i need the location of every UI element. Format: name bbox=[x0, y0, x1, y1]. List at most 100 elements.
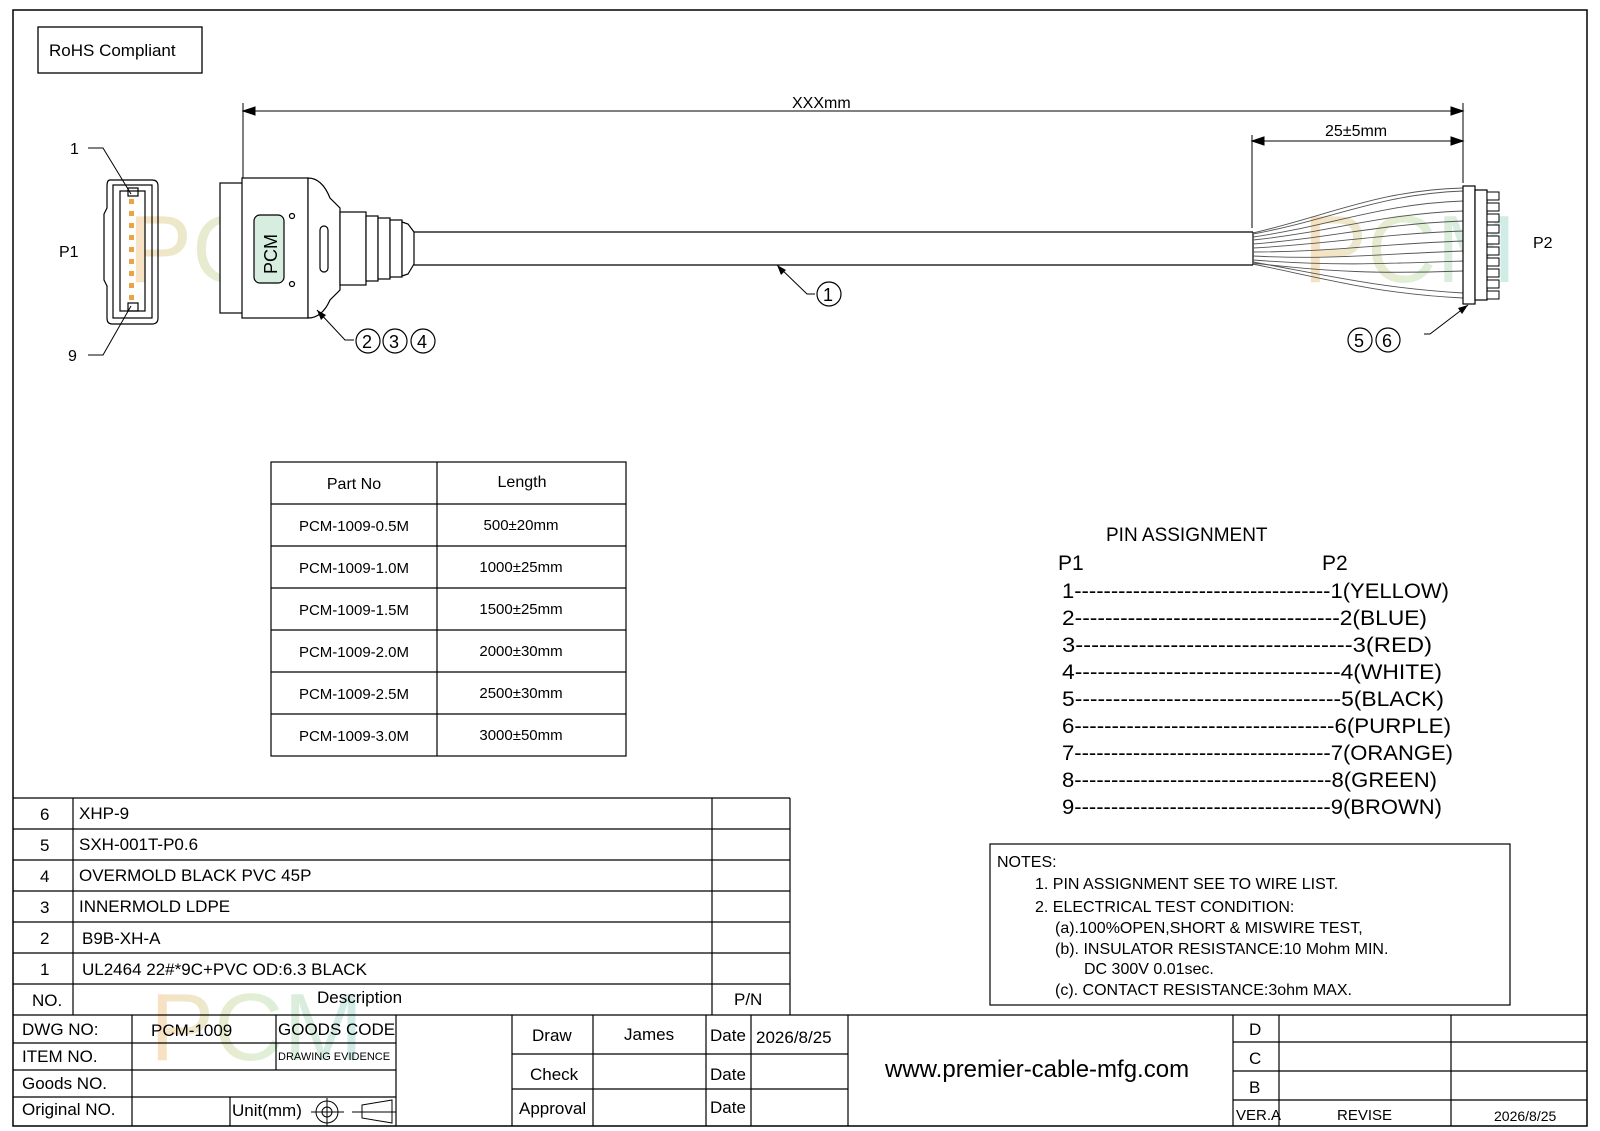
table-cell: PCM-1009-2.5M bbox=[299, 686, 409, 703]
sheet-border bbox=[12, 9, 1588, 1127]
callout-5: 5 bbox=[1354, 331, 1364, 351]
table-cell: PCM-1009-2.0M bbox=[299, 644, 409, 661]
p2-label: P2 bbox=[1533, 235, 1553, 252]
rohs-box bbox=[37, 26, 203, 74]
note-line: (c). CONTACT RESISTANCE:3ohm MAX. bbox=[1055, 982, 1352, 999]
draw-date-label: Date bbox=[710, 1026, 746, 1045]
approval-date-label: Date bbox=[710, 1098, 746, 1117]
bom-rows: 6 XHP-9 5 SXH-001T-P0.6 4 OVERMOLD BLACK… bbox=[40, 804, 368, 979]
fanned-wires bbox=[1252, 187, 1464, 299]
table-cell: PCM-1009-1.0M bbox=[299, 560, 409, 577]
bom-no: 1 bbox=[40, 960, 49, 979]
table-cell: PCM-1009-0.5M bbox=[299, 518, 409, 535]
bom-desc: INNERMOLD LDPE bbox=[79, 897, 230, 916]
pin-row: 4-----------------------------------4(WH… bbox=[1062, 661, 1442, 684]
note-line: 2. ELECTRICAL TEST CONDITION: bbox=[1035, 899, 1294, 916]
dwg-no-value: PCM-1009 bbox=[151, 1021, 232, 1040]
rev-c-label: C bbox=[1249, 1049, 1261, 1068]
p1-connector bbox=[103, 179, 159, 325]
unit-label: Unit(mm) bbox=[232, 1101, 302, 1120]
pin-row: 8-----------------------------------8(GR… bbox=[1062, 769, 1437, 792]
bom-no: 2 bbox=[40, 929, 49, 948]
drawing-evidence-label: DRAWING EVIDENCE bbox=[278, 1051, 390, 1063]
note-line: (a).100%OPEN,SHORT & MISWIRE TEST, bbox=[1055, 920, 1363, 937]
p2-terminals bbox=[1486, 191, 1500, 300]
table-cell: 3000±50mm bbox=[479, 727, 562, 744]
table-cell: 2500±30mm bbox=[479, 685, 562, 702]
bom-desc: UL2464 22#*9C+PVC OD:6.3 BLACK bbox=[82, 960, 368, 979]
table-cell: 500±20mm bbox=[484, 517, 559, 534]
bom-desc: SXH-001T-P0.6 bbox=[79, 835, 198, 854]
bom-desc: OVERMOLD BLACK PVC 45P bbox=[79, 866, 311, 885]
pin-row: 1-----------------------------------1(YE… bbox=[1062, 580, 1449, 603]
length-table bbox=[270, 461, 627, 757]
length-table-rows: PCM-1009-0.5M 500±20mm PCM-1009-1.0M 100… bbox=[299, 517, 563, 745]
callout-balloons bbox=[355, 281, 1401, 354]
callout-4: 4 bbox=[417, 332, 427, 352]
draw-label: Draw bbox=[532, 1026, 572, 1045]
callout-6: 6 bbox=[1382, 331, 1392, 351]
projection-symbol-icon bbox=[311, 1098, 396, 1126]
original-no-label: Original NO. bbox=[22, 1100, 116, 1119]
callout-2: 2 bbox=[362, 332, 372, 352]
note-line: (b). INSULATOR RESISTANCE:10 Mohm MIN. bbox=[1055, 941, 1388, 958]
draw-date: 2026/8/25 bbox=[756, 1028, 832, 1047]
callout-arrow-3 bbox=[1458, 305, 1468, 314]
p1-pin-last: 9 bbox=[68, 348, 77, 365]
bom-header-description: Description bbox=[317, 988, 402, 1007]
dwg-no-label: DWG NO: bbox=[22, 1020, 99, 1039]
pin-row: 5-----------------------------------5(BL… bbox=[1062, 688, 1444, 711]
check-date-label: Date bbox=[710, 1065, 746, 1084]
rev-d-label: D bbox=[1249, 1020, 1261, 1039]
bom-header-pn: P/N bbox=[734, 990, 762, 1009]
rohs-label: RoHS Compliant bbox=[49, 41, 176, 60]
pin-row: 6-----------------------------------6(PU… bbox=[1062, 715, 1451, 738]
length-table-header-part: Part No bbox=[327, 476, 381, 493]
p2-connector bbox=[1462, 185, 1488, 305]
goods-code-label: GOODS CODE bbox=[278, 1020, 395, 1039]
check-label: Check bbox=[530, 1065, 579, 1084]
notes-title: NOTES: bbox=[997, 854, 1057, 871]
bom-table bbox=[13, 797, 791, 1015]
table-cell: 2000±30mm bbox=[479, 643, 562, 660]
pin-row: 2-----------------------------------2(BL… bbox=[1062, 607, 1427, 630]
company-website: www.premier-cable-mfg.com bbox=[884, 1056, 1189, 1083]
pin-assignment-list: 1-----------------------------------1(YE… bbox=[1062, 580, 1453, 819]
watermark-title: PCM bbox=[150, 974, 363, 1081]
strip-length-label: 25±5mm bbox=[1325, 123, 1387, 140]
version-label: VER.A bbox=[1236, 1107, 1281, 1124]
note-line: DC 300V 0.01sec. bbox=[1084, 961, 1214, 978]
notes-box bbox=[989, 843, 1511, 1006]
pin-row: 9-----------------------------------9(BR… bbox=[1062, 796, 1442, 819]
callout-arrow-2 bbox=[317, 310, 326, 320]
pin-row: 3-----------------------------------3(RE… bbox=[1062, 634, 1432, 657]
pin-row: 7-----------------------------------7(OR… bbox=[1062, 742, 1453, 765]
revise-label: REVISE bbox=[1337, 1107, 1392, 1124]
bom-desc: B9B-XH-A bbox=[82, 929, 161, 948]
revise-date: 2026/8/25 bbox=[1494, 1108, 1556, 1124]
table-cell: 1000±25mm bbox=[479, 559, 562, 576]
callout-arrow-1 bbox=[777, 265, 786, 275]
molding-logo: PCM bbox=[261, 234, 281, 274]
length-table-header-length: Length bbox=[498, 474, 547, 491]
pin-col-p2: P2 bbox=[1322, 552, 1348, 575]
bom-no: 5 bbox=[40, 836, 49, 855]
drawer-name: James bbox=[624, 1025, 674, 1044]
goods-no-label: Goods NO. bbox=[22, 1074, 107, 1093]
molded-plug bbox=[219, 177, 415, 319]
p1-pin-contacts bbox=[129, 199, 134, 300]
approval-label: Approval bbox=[519, 1099, 586, 1118]
callout-leaders bbox=[316, 264, 1469, 341]
note-line: 1. PIN ASSIGNMENT SEE TO WIRE LIST. bbox=[1035, 876, 1338, 893]
pin-assignment-title: PIN ASSIGNMENT bbox=[1106, 525, 1268, 546]
rev-b-label: B bbox=[1249, 1078, 1260, 1097]
bom-header-no: NO. bbox=[32, 991, 62, 1010]
bom-no: 3 bbox=[40, 898, 49, 917]
bom-no: 4 bbox=[40, 867, 49, 886]
table-cell: PCM-1009-1.5M bbox=[299, 602, 409, 619]
bom-desc: XHP-9 bbox=[79, 804, 129, 823]
callout-1: 1 bbox=[823, 285, 833, 305]
bom-no: 6 bbox=[40, 805, 49, 824]
item-no-label: ITEM NO. bbox=[22, 1047, 98, 1066]
